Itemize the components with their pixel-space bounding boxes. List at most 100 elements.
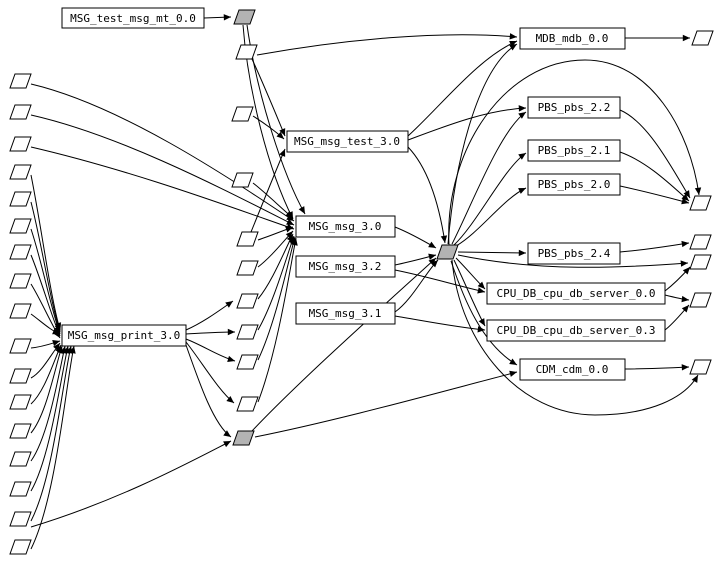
edge <box>619 151 690 202</box>
node-pbs-pbs-2-0[interactable]: PBS_pbs_2.0 <box>527 173 621 196</box>
parallelogram-port[interactable] <box>689 292 712 308</box>
parallelogram-port[interactable] <box>9 244 32 260</box>
parallelogram-port-gray[interactable] <box>436 244 459 260</box>
edge <box>251 257 437 432</box>
parallelogram-port[interactable] <box>9 136 32 152</box>
parallelogram-port[interactable] <box>236 324 259 340</box>
edge <box>30 345 76 550</box>
node-msg-msg-3-0[interactable]: MSG_msg_3.0 <box>295 215 396 238</box>
node-label: MSG_msg_print_3.0 <box>68 329 181 342</box>
parallelogram-port[interactable] <box>236 260 259 276</box>
node-pbs-pbs-2-2[interactable]: PBS_pbs_2.2 <box>527 96 621 119</box>
edge <box>619 240 690 253</box>
edge <box>185 300 234 331</box>
parallelogram-port[interactable] <box>9 423 32 439</box>
node-box <box>295 302 396 325</box>
parallelogram-port-gray[interactable] <box>233 9 256 25</box>
parallelogram-port[interactable] <box>9 303 32 319</box>
node-msg-msg-3-1[interactable]: MSG_msg_3.1 <box>295 302 396 325</box>
parallelogram-port[interactable] <box>9 191 32 207</box>
node-cdm-cdm-0-0[interactable]: CDM_cdm_0.0 <box>519 358 626 381</box>
parallelogram-port[interactable] <box>691 30 714 46</box>
parallelogram-port[interactable] <box>236 354 259 370</box>
node-box <box>295 255 396 278</box>
parallelogram-port[interactable] <box>9 511 32 527</box>
parallelogram-port[interactable] <box>689 254 712 270</box>
edge <box>30 440 232 528</box>
parallelogram-port[interactable] <box>9 394 32 410</box>
parallelogram-port[interactable] <box>236 231 259 247</box>
edge <box>30 201 61 333</box>
parallelogram-port[interactable] <box>231 106 254 122</box>
node-label: MDB_mdb_0.0 <box>536 32 609 45</box>
node-label: MSG_msg_3.0 <box>309 220 382 233</box>
parallelogram-port-gray[interactable] <box>232 430 255 446</box>
parallelogram-port[interactable] <box>9 73 32 89</box>
edge <box>407 105 527 141</box>
edge <box>30 345 63 434</box>
parallelogram-port[interactable] <box>9 368 32 384</box>
node-msg-msg-print-3-0[interactable]: MSG_msg_print_3.0 <box>61 324 187 347</box>
parallelogram-port[interactable] <box>231 172 254 188</box>
edge <box>664 294 690 303</box>
edge <box>30 228 61 335</box>
node-box <box>527 139 621 162</box>
edge <box>30 345 73 522</box>
edge <box>257 226 294 241</box>
node-msg-msg-test-3-0[interactable]: MSG_msg_test_3.0 <box>286 130 409 153</box>
edge <box>619 109 691 199</box>
parallelogram-port[interactable] <box>9 539 32 555</box>
edge <box>451 111 527 245</box>
node-cpu-db-cpu-db-server-0-3[interactable]: CPU_DB_cpu_db_server_0.3 <box>486 319 666 342</box>
parallelogram-port[interactable] <box>236 293 259 309</box>
node-box <box>295 215 396 238</box>
edge <box>453 259 486 327</box>
edge <box>664 266 691 292</box>
edge <box>250 148 286 233</box>
edge <box>394 259 439 313</box>
node-label: PBS_pbs_2.2 <box>538 101 611 114</box>
edge <box>394 253 437 266</box>
edge <box>257 237 298 403</box>
parallelogram-port[interactable] <box>236 396 259 412</box>
edge <box>254 370 518 438</box>
edge <box>251 58 286 137</box>
parallelogram-port[interactable] <box>9 338 32 354</box>
parallelogram-port[interactable] <box>689 195 712 211</box>
parallelogram-port[interactable] <box>689 359 712 375</box>
edge <box>453 152 527 246</box>
node-box <box>61 324 187 347</box>
node-box <box>527 173 621 196</box>
node-box <box>486 282 666 305</box>
edge <box>30 83 295 222</box>
node-mdb-mdb-0-0[interactable]: MDB_mdb_0.0 <box>519 27 626 50</box>
node-msg-msg-3-2[interactable]: MSG_msg_3.2 <box>295 255 396 278</box>
edge <box>448 59 702 246</box>
node-layer: MSG_test_msg_mt_0.0 MSG_msg_test_3.0 MSG… <box>61 7 666 381</box>
node-msg-test-msg-mt-0-0[interactable]: MSG_test_msg_mt_0.0 <box>61 7 205 29</box>
edge <box>30 342 61 379</box>
edge <box>450 260 518 366</box>
edge <box>394 269 486 294</box>
edge <box>30 313 61 335</box>
edge <box>624 364 690 371</box>
parallelogram-port[interactable] <box>689 234 712 250</box>
parallelogram-port[interactable] <box>9 273 32 289</box>
edge <box>30 345 67 462</box>
parallelogram-port[interactable] <box>9 481 32 497</box>
edge <box>30 146 295 230</box>
node-cpu-db-cpu-db-server-0-0[interactable]: CPU_DB_cpu_db_server_0.0 <box>486 282 666 305</box>
edge <box>664 304 690 331</box>
parallelogram-port[interactable] <box>9 451 32 467</box>
node-pbs-pbs-2-4[interactable]: PBS_pbs_2.4 <box>527 242 621 265</box>
node-pbs-pbs-2-1[interactable]: PBS_pbs_2.1 <box>527 139 621 162</box>
edge <box>252 115 285 140</box>
parallelogram-port[interactable] <box>9 218 32 234</box>
parallelogram-port[interactable] <box>235 44 258 60</box>
port-layer <box>9 9 714 555</box>
edge <box>457 254 689 268</box>
edge <box>185 338 236 363</box>
parallelogram-port[interactable] <box>9 164 32 180</box>
parallelogram-port[interactable] <box>9 104 32 120</box>
